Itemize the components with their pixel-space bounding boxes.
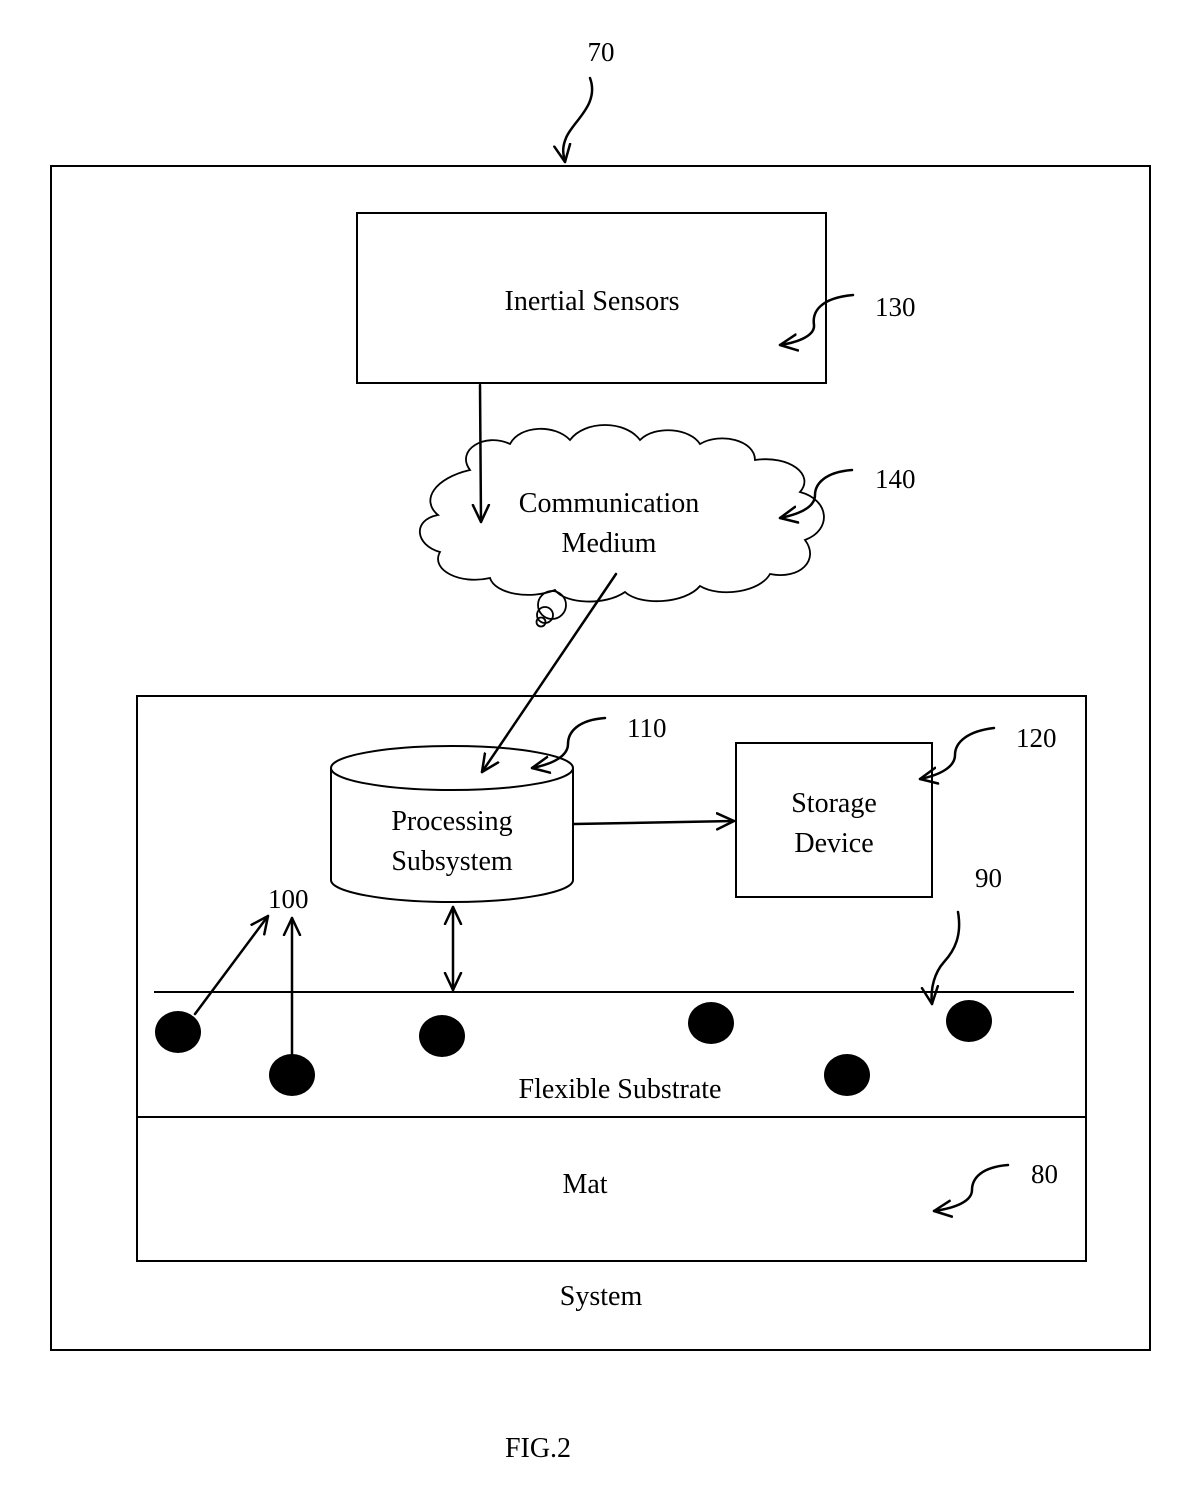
- system-box: [50, 165, 1151, 1351]
- storage-device-label-line2: Device: [794, 828, 873, 859]
- system-ref-arrow: [563, 76, 594, 164]
- mat-ref: 80: [1031, 1159, 1058, 1189]
- sensor-dot: [824, 1054, 870, 1096]
- system-label: System: [560, 1281, 643, 1312]
- storage-device-box: [735, 742, 933, 898]
- sensor-dot: [946, 1000, 992, 1042]
- storage-device-ref: 120: [1016, 723, 1057, 753]
- storage-device-label-line1: Storage: [791, 788, 877, 819]
- processing-to-storage-arrow: [572, 821, 736, 824]
- inertial-sensors-ref: 130: [875, 292, 916, 322]
- system-ref-label: 70: [588, 37, 615, 67]
- substrate-box: [136, 695, 1087, 1262]
- sensor-dots: [155, 1000, 992, 1096]
- sensor-ref-arrow-diagonal: [193, 914, 270, 1016]
- communication-medium-ref-arrow: [778, 468, 854, 518]
- storage-device-ref-arrow: [918, 726, 996, 779]
- communication-medium-label-line2: Medium: [562, 528, 657, 559]
- communication-medium-label-line1: Communication: [519, 488, 699, 519]
- processing-subsystem-label-line1: Processing: [391, 806, 512, 837]
- sensor-dot: [419, 1015, 465, 1057]
- mat-label: Mat: [562, 1169, 607, 1200]
- sensor-dot: [688, 1002, 734, 1044]
- flexible-substrate-ref: 90: [975, 863, 1002, 893]
- figure-caption: FIG.2: [505, 1433, 571, 1464]
- processing-subsystem-ref: 110: [627, 713, 667, 743]
- sensor-dot: [155, 1011, 201, 1053]
- flexible-substrate-ref-arrow: [932, 910, 961, 1006]
- sensors-ref: 100: [268, 884, 309, 914]
- inertial-sensors-ref-arrow: [778, 293, 855, 345]
- processing-subsystem-ref-arrow: [530, 716, 607, 768]
- flexible-substrate-label: Flexible Substrate: [519, 1074, 722, 1105]
- communication-medium-cloud: [419, 424, 825, 628]
- mat-ref-arrow: [932, 1163, 1010, 1211]
- inertial-sensors-label: Inertial Sensors: [505, 286, 680, 317]
- sensors-to-medium-arrow: [480, 383, 481, 524]
- communication-medium-ref: 140: [875, 464, 916, 494]
- processing-subsystem-cylinder: [330, 745, 574, 903]
- inertial-sensors-box: [356, 212, 827, 384]
- sensor-dot: [269, 1054, 315, 1096]
- processing-subsystem-label-line2: Subsystem: [391, 846, 513, 877]
- medium-to-processing-arrow: [480, 572, 618, 774]
